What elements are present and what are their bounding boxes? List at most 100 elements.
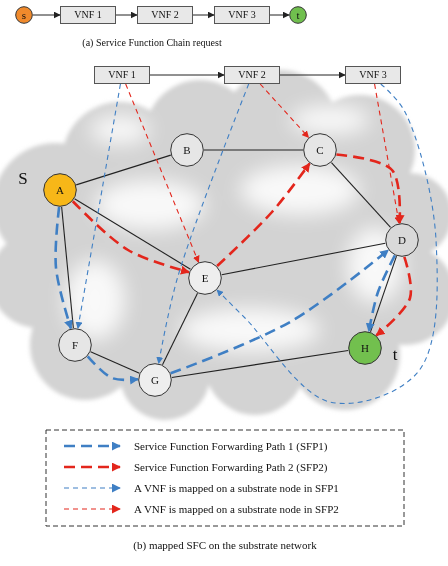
node-label: t [289,6,307,24]
forwarding-path [171,250,389,373]
node-circle [385,223,419,257]
node-circle [303,133,337,167]
node-outline [16,7,33,24]
node-circle [289,6,307,24]
node-outline [44,174,77,207]
node-outline [189,262,222,295]
node-circle [43,173,77,207]
cloud-highlight [65,260,125,340]
node-outline [171,134,204,167]
node-circle [188,261,222,295]
node-label: B [170,133,204,167]
substrate-link [62,207,74,328]
network-node: AS [43,173,77,207]
node-rect [214,6,270,24]
terminal-label: t [393,346,398,363]
legend-row: A VNF is mapped on a substrate node in S… [62,503,339,515]
cloud-highlight [347,227,403,303]
forwarding-path [376,257,411,336]
forwarding-path [56,207,71,329]
node-outline [61,7,116,24]
node-circle [58,328,92,362]
vnf-box: VNF 2 [137,6,193,24]
chain-arrow [270,15,289,16]
node-label: G [138,363,172,397]
legend-sample [62,440,124,452]
network-node: E [188,261,222,295]
chain-arrow [116,15,137,16]
network-node: G [138,363,172,397]
node-outline [290,7,307,24]
forwarding-path [217,163,309,266]
mapping-arrow [78,84,121,328]
forwarding-path [73,201,189,272]
node-label: VNF 1 [94,66,150,84]
node-label: D [385,223,419,257]
substrate-link [204,149,303,150]
cloud-highlight [180,308,320,352]
node-label: H [348,331,382,365]
legend-row: Service Function Forwarding Path 1 (SFP1… [62,440,327,452]
substrate-link [75,199,191,269]
figure-caption: (b) mapped SFC on the substrate network [133,539,316,551]
node-outline [304,134,337,167]
network-node: F [58,328,92,362]
node-label: A [43,173,77,207]
node-label: VNF 1 [60,6,116,24]
node-rect [224,66,280,84]
substrate-link [331,163,390,228]
mapping-arrow [159,84,249,363]
chain-arrow [193,15,214,16]
legend-sample [62,482,124,494]
mapping-arrow [126,84,199,262]
node-label: VNF 2 [224,66,280,84]
vnf-box: VNF 1 [60,6,116,24]
node-outline [139,364,172,397]
mapping-arrow [375,84,399,223]
cloud-highlight [65,106,403,352]
legend-row: A VNF is mapped on a substrate node in S… [62,482,339,494]
node-label: F [58,328,92,362]
legend-text: Service Function Forwarding Path 2 (SFP2… [134,461,327,473]
mapping-arrow [260,84,308,137]
substrate-link [222,243,386,275]
mapping-arrow [217,84,437,403]
node-circle [138,363,172,397]
node-label: E [188,261,222,295]
legend-line [64,445,120,448]
substrate-link [91,352,140,373]
node-circle [170,133,204,167]
legend-row: Service Function Forwarding Path 2 (SFP2… [62,461,327,473]
legend-line [64,487,120,488]
cloud-highlight [290,106,370,134]
network-node: B [170,133,204,167]
node-rect [345,66,401,84]
figure-caption: (a) Service Function Chain request [82,37,221,48]
node-outline [215,7,270,24]
node-outline [138,7,193,24]
node-label: s [15,6,33,24]
cloud-highlight [240,165,360,215]
network-node: t [289,6,307,24]
forwarding-path [88,356,138,380]
legend-text: A VNF is mapped on a substrate node in S… [134,482,339,494]
network-node: Ht [348,331,382,365]
vnf-box: VNF 2 [224,66,280,84]
node-rect [94,66,150,84]
node-rect [60,6,116,24]
node-outline [386,224,419,257]
vnf-box: VNF 1 [94,66,150,84]
cloud-highlight [95,180,205,230]
node-label: C [303,133,337,167]
substrate-link [162,293,197,364]
network-node: s [15,6,33,24]
node-outline [225,67,280,84]
node-label: VNF 3 [345,66,401,84]
node-label: VNF 3 [214,6,270,24]
node-outline [349,332,382,365]
substrate-cloud [0,70,448,420]
